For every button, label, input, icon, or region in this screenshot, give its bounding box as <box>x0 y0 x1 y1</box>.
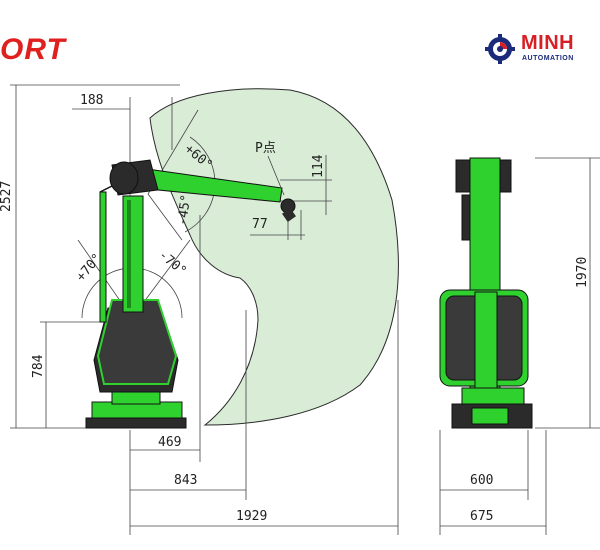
dim-front-height: 1970 <box>575 257 590 288</box>
workspace-envelope <box>149 88 399 426</box>
point-p-label: P点 <box>255 141 276 156</box>
dim-min-reach: 469 <box>158 435 181 450</box>
front-view-dimension-lines <box>439 157 600 535</box>
angle-lower-minus: -70° <box>155 248 189 280</box>
robot-front-view <box>439 157 533 429</box>
brand-title: ORT <box>0 33 66 66</box>
gear-logo-icon <box>485 34 515 64</box>
robot-side-view <box>85 159 296 429</box>
angle-upper-minus: -45° <box>175 193 194 226</box>
logo-subtitle: AUTOMATION <box>522 55 574 62</box>
dim-wrist-height: 114 <box>311 154 326 178</box>
dim-total-height: 2527 <box>0 181 14 212</box>
dim-offset-top: 188 <box>80 93 103 108</box>
logo-name: MINH <box>521 32 575 54</box>
dim-max-reach: 1929 <box>236 509 267 524</box>
dim-base-width: 600 <box>470 473 493 488</box>
dim-wrist-offset: 77 <box>252 217 268 232</box>
dim-mid-reach: 843 <box>174 473 197 488</box>
side-view-dimension-lines <box>10 84 399 535</box>
dim-footprint-width: 675 <box>470 509 493 524</box>
dim-base-height: 784 <box>31 354 46 378</box>
minh-automation-logo: MINH AUTOMATION <box>485 30 600 68</box>
